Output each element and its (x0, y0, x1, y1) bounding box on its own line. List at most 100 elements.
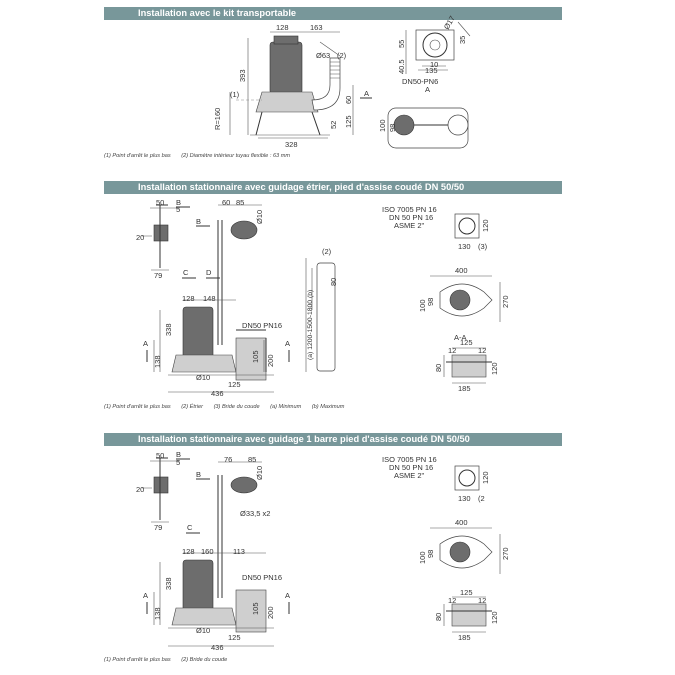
dim-label: 12 (478, 596, 486, 605)
dim-label: (2) (322, 247, 332, 256)
pump-handle (273, 35, 299, 45)
section-marker: C (187, 523, 193, 532)
section-marker: A (425, 85, 430, 94)
note: (2) Bride du coude (181, 657, 228, 663)
flange-standard: ISO 7005 PN 16 (382, 455, 437, 464)
section-marker: B (176, 450, 181, 459)
pump-motor (182, 306, 214, 360)
dim-label: 12 (448, 596, 456, 605)
dim-label: 12 (448, 346, 456, 355)
dim-label: 338 (164, 323, 173, 336)
section-3-title: Installation stationnaire avec guidage 1… (104, 433, 562, 446)
dim-label: (a) 1200-1500-1800 (b) (307, 290, 314, 360)
flange-standard: ISO 7005 PN 16 (382, 205, 437, 214)
dim-label: R=160 (213, 108, 222, 130)
dim-label: 436 (211, 389, 224, 398)
dim-label: 138 (153, 355, 162, 368)
section-marker: D (206, 268, 212, 277)
dim-label: 12 (478, 346, 486, 355)
flange-standard: DN 50 PN 16 (389, 213, 433, 222)
dim-label: 20 (136, 233, 144, 242)
dim-label: 148 (203, 294, 216, 303)
pump-volute (255, 91, 319, 113)
pump-motor (269, 41, 303, 95)
section-marker: A (285, 591, 290, 600)
dim-label: 160 (201, 547, 214, 556)
dim-label: 200 (266, 606, 275, 619)
dim-label: DN50 PN16 (242, 321, 282, 330)
dim-label: 125 (460, 338, 473, 347)
dim-label: (3) (478, 242, 488, 251)
section-marker: A (364, 89, 369, 98)
note: (2) Étrier (181, 404, 203, 410)
dim-label: (2) (337, 51, 347, 60)
dim-label: 393 (238, 69, 247, 82)
section-marker: A (285, 339, 290, 348)
dim-label: 100 (378, 119, 387, 132)
dim-label: 10 (430, 60, 438, 69)
dim-label: 163 (310, 23, 323, 32)
dim-label: 125 (228, 633, 241, 642)
flange-standard: ASME 2" (394, 221, 425, 230)
dim-label: 50 (156, 451, 164, 460)
flange-standard: ASME 2" (394, 471, 425, 480)
dim-label: 138 (153, 607, 162, 620)
dim-label: 120 (490, 611, 499, 624)
dim-label: 105 (251, 350, 260, 363)
portable-kit-drawing: 128 163 Ø63 (2) 393 (1) R=160 60 125 328… (213, 14, 471, 149)
guide-rail (316, 262, 336, 372)
dim-label: 98 (388, 124, 397, 132)
dim-label: 80 (434, 364, 443, 372)
dim-label: 50 (156, 198, 164, 207)
dim-label: 270 (501, 547, 510, 560)
section-marker: C (183, 268, 189, 277)
dim-label: 113 (233, 547, 245, 556)
dim-label: 85 (248, 455, 256, 464)
dim-label: DN50 PN16 (242, 573, 282, 582)
dim-label: 125 (344, 115, 353, 128)
note: (2) Diamètre intérieur tuyau flexible : … (181, 153, 291, 159)
dim-label: 200 (266, 354, 275, 367)
dim-label: 128 (182, 547, 195, 556)
dim-label: 436 (211, 643, 224, 652)
dim-label: 20 (136, 485, 144, 494)
dim-label: 120 (481, 471, 490, 484)
dim-label: Ø10 (255, 466, 264, 480)
flange-standard: DN 50 PN 16 (389, 463, 433, 472)
duck-foot-bend (235, 337, 267, 381)
section-marker: B (196, 470, 201, 479)
section-3-notes: (1) Point d'arrêt le plus bas (2) Bride … (104, 657, 236, 663)
pump-volute (171, 354, 237, 373)
dim-label: 400 (455, 266, 468, 275)
dim-label: 98 (426, 298, 435, 306)
dim-label: 79 (154, 271, 162, 280)
section-1-title: Installation avec le kit transportable (104, 7, 562, 20)
dim-label: Ø33,5 x2 (240, 509, 270, 518)
dim-label: 125 (228, 380, 241, 389)
dim-label: (1) (230, 90, 240, 99)
dim-label: 185 (458, 384, 471, 393)
dim-label: 128 (276, 23, 289, 32)
bracket-detail (153, 224, 169, 242)
dim-label: Ø10 (255, 210, 264, 224)
dim-label: 270 (501, 295, 510, 308)
dim-label: Ø17 (442, 14, 457, 31)
dim-label: 52 (329, 121, 338, 129)
dim-label: 135 (425, 66, 438, 75)
dim-label: 98 (426, 550, 435, 558)
section-1-notes: (1) Point d'arrêt le plus bas (2) Diamèt… (104, 153, 299, 159)
dim-label: 185 (458, 633, 471, 642)
dim-label: Ø63 (316, 51, 330, 60)
section-marker: A (143, 591, 148, 600)
dim-label: Ø10 (196, 373, 210, 382)
guide-bracket (230, 220, 258, 240)
dim-label: 80 (329, 278, 338, 286)
pump-plan (393, 114, 415, 136)
section-2-title: Installation stationnaire avec guidage é… (104, 181, 562, 194)
flange-top-view (415, 29, 455, 61)
section-label: A-A (454, 333, 467, 342)
pump-legs (255, 111, 321, 136)
dim-label: 40.5 (397, 59, 406, 74)
dim-label: 328 (285, 140, 298, 149)
note: (b) Maximum (311, 404, 345, 410)
